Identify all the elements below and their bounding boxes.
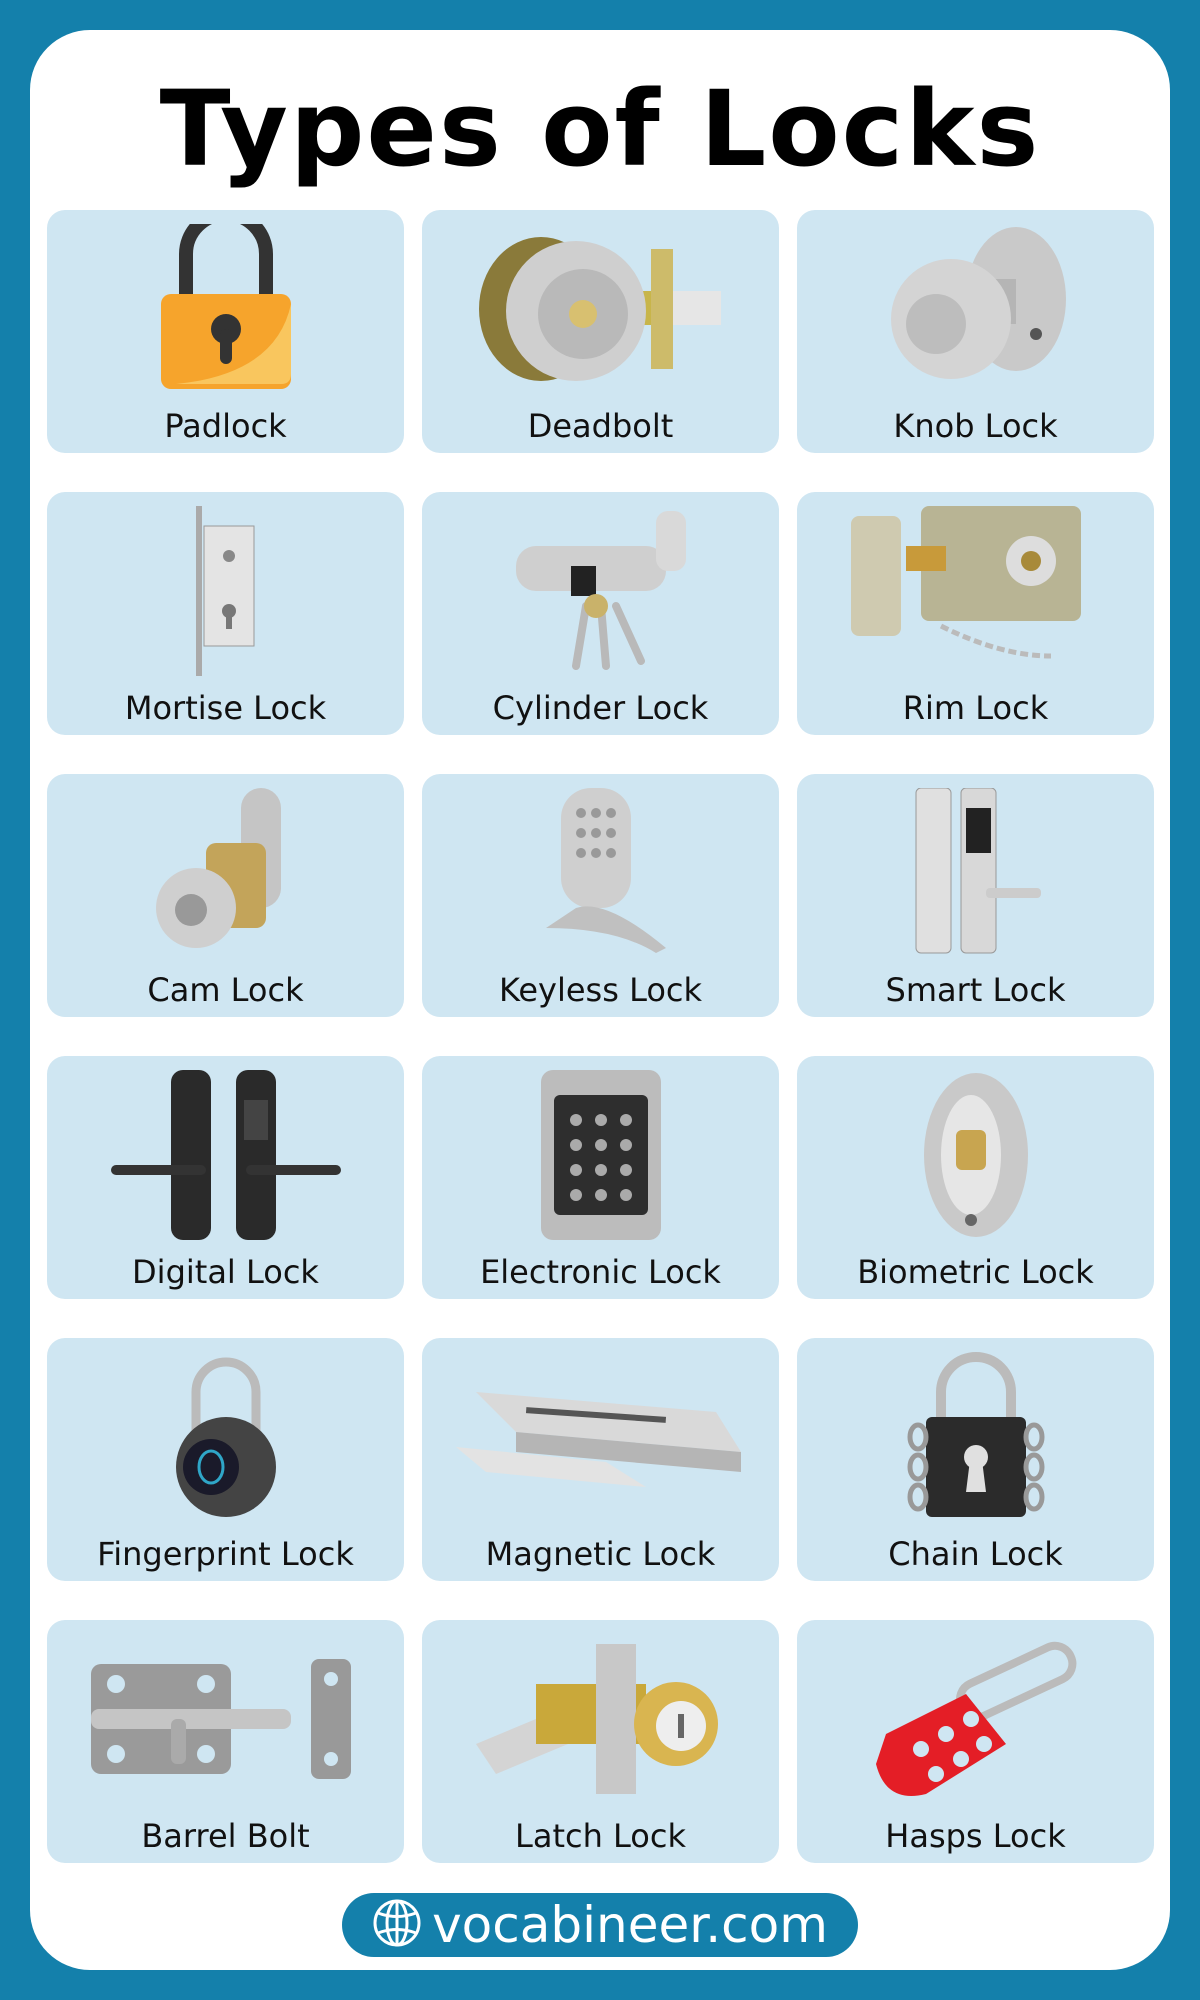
card-label: Electronic Lock <box>480 1253 721 1291</box>
card-latch-lock: Latch Lock <box>422 1620 779 1863</box>
card-label: Fingerprint Lock <box>97 1535 354 1573</box>
card-label: Padlock <box>164 407 287 445</box>
fingerprint-lock-icon <box>47 1352 404 1522</box>
card-knob-lock: Knob Lock <box>797 210 1154 453</box>
card-electronic-lock: Electronic Lock <box>422 1056 779 1299</box>
card-label: Cylinder Lock <box>492 689 709 727</box>
card-deadbolt: Deadbolt <box>422 210 779 453</box>
cam-lock-icon <box>47 788 404 958</box>
deadbolt-icon <box>422 224 779 394</box>
card-magnetic-lock: Magnetic Lock <box>422 1338 779 1581</box>
card-digital-lock: Digital Lock <box>47 1056 404 1299</box>
keyless-lock-icon <box>422 788 779 958</box>
card-smart-lock: Smart Lock <box>797 774 1154 1017</box>
card-label: Deadbolt <box>527 407 674 445</box>
card-label: Mortise Lock <box>124 689 327 727</box>
poster-sheet: Types of Locks Padlock <box>30 30 1170 1970</box>
page-title: Types of Locks <box>159 68 1041 190</box>
knob-lock-icon <box>797 224 1154 394</box>
card-label: Keyless Lock <box>498 971 703 1009</box>
card-chain-lock: Chain Lock <box>797 1338 1154 1581</box>
card-label: Barrel Bolt <box>141 1817 310 1855</box>
hasps-lock-icon <box>797 1634 1154 1804</box>
card-cylinder-lock: Cylinder Lock <box>422 492 779 735</box>
website-badge[interactable]: vocabineer.com <box>342 1893 858 1957</box>
lock-grid: Padlock Deadbolt <box>47 210 1154 1863</box>
card-keyless-lock: Keyless Lock <box>422 774 779 1017</box>
card-label: Biometric Lock <box>857 1253 1094 1291</box>
card-label: Cam Lock <box>147 971 304 1009</box>
globe-icon <box>372 1898 422 1952</box>
chain-lock-icon <box>797 1352 1154 1522</box>
card-label: Hasps Lock <box>885 1817 1066 1855</box>
card-padlock: Padlock <box>47 210 404 453</box>
card-label: Chain Lock <box>888 1535 1063 1573</box>
card-label: Rim Lock <box>902 689 1049 727</box>
biometric-lock-icon <box>797 1070 1154 1240</box>
magnetic-lock-icon <box>422 1352 779 1522</box>
card-rim-lock: Rim Lock <box>797 492 1154 735</box>
card-label: Digital Lock <box>132 1253 319 1291</box>
card-label: Smart Lock <box>885 971 1066 1009</box>
website-link[interactable]: vocabineer.com <box>432 1896 828 1954</box>
rim-lock-icon <box>797 506 1154 676</box>
mortise-lock-icon <box>47 506 404 676</box>
card-barrel-bolt: Barrel Bolt <box>47 1620 404 1863</box>
latch-lock-icon <box>422 1634 779 1804</box>
card-hasps-lock: Hasps Lock <box>797 1620 1154 1863</box>
padlock-icon <box>47 224 404 394</box>
card-cam-lock: Cam Lock <box>47 774 404 1017</box>
card-mortise-lock: Mortise Lock <box>47 492 404 735</box>
card-label: Knob Lock <box>893 407 1058 445</box>
card-label: Magnetic Lock <box>485 1535 716 1573</box>
card-fingerprint-lock: Fingerprint Lock <box>47 1338 404 1581</box>
card-biometric-lock: Biometric Lock <box>797 1056 1154 1299</box>
cylinder-lock-icon <box>422 506 779 676</box>
card-label: Latch Lock <box>515 1817 686 1855</box>
electronic-lock-icon <box>422 1070 779 1240</box>
smart-lock-icon <box>797 788 1154 958</box>
barrel-bolt-icon <box>47 1634 404 1804</box>
digital-lock-icon <box>47 1070 404 1240</box>
